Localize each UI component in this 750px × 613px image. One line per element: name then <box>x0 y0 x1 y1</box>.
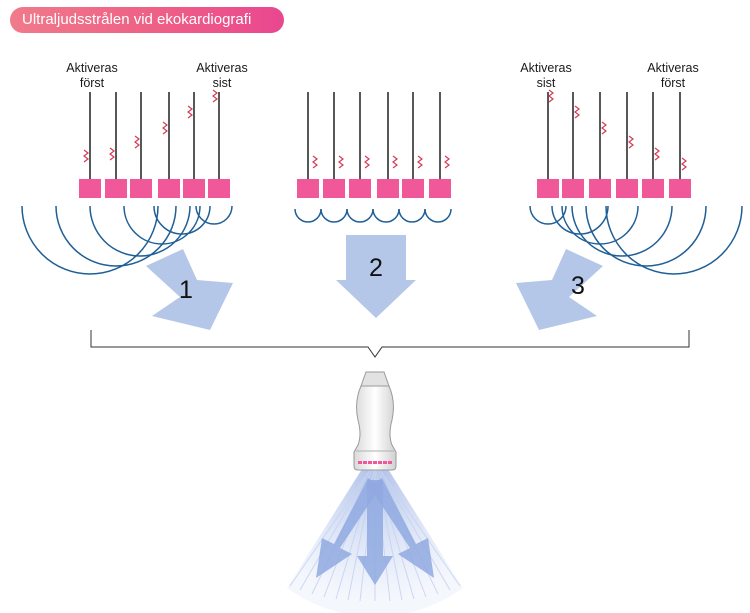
panel2 <box>294 92 452 223</box>
panel1-transducer-elements <box>79 179 230 198</box>
panel2-pulse-icons <box>312 155 450 169</box>
arrow-2-number: 2 <box>369 254 383 282</box>
panel3-transducer-elements <box>537 179 691 198</box>
panel1-wavefronts <box>21 205 233 275</box>
beam-arrow-left <box>316 478 381 578</box>
panel1-label-first-line1: Aktiveras <box>66 61 117 75</box>
beam-arrow-right <box>369 478 434 578</box>
panel2-transducer-elements <box>297 179 451 198</box>
diagram-title: Ultraljudsstrålen vid ekokardiografi <box>10 7 284 33</box>
panel3-label-first: Aktiveras först <box>647 61 698 90</box>
panel1-label-first-line2: först <box>80 76 105 90</box>
panel3-wavefronts <box>529 205 743 275</box>
panel3-wires <box>547 92 681 180</box>
panel2-wires <box>307 92 441 180</box>
ultrasound-probe <box>353 371 397 471</box>
panel3-label-first-line2: först <box>661 76 686 90</box>
panel1-pulse-icons <box>83 89 218 163</box>
panel2-wavefronts <box>294 208 452 223</box>
panel1-wires <box>89 92 220 180</box>
arrow-1: 1 <box>146 249 233 330</box>
panel3-label-last: Aktiveras sist <box>520 61 571 90</box>
panel1-label-first: Aktiveras först <box>66 61 117 90</box>
ultrasound-beam-fan <box>287 469 463 613</box>
arrow-2: 2 <box>336 235 416 318</box>
arrow-3: 3 <box>516 249 603 330</box>
panel3-pulse-icons <box>548 89 687 171</box>
probe-transducer-array <box>358 461 392 464</box>
arrow-1-number: 1 <box>179 276 193 304</box>
panel1 <box>21 89 233 275</box>
grouping-brace <box>90 330 690 358</box>
panel1-label-last: Aktiveras sist <box>196 61 247 90</box>
panel3-label-first-line1: Aktiveras <box>647 61 698 75</box>
panel3-label-last-line1: Aktiveras <box>520 61 571 75</box>
panel1-label-last-line2: sist <box>213 76 232 90</box>
panel1-label-last-line1: Aktiveras <box>196 61 247 75</box>
beam-arrow-center <box>357 480 393 585</box>
panel3-label-last-line2: sist <box>537 76 556 90</box>
arrow-3-number: 3 <box>571 272 585 300</box>
panel3 <box>529 89 743 275</box>
